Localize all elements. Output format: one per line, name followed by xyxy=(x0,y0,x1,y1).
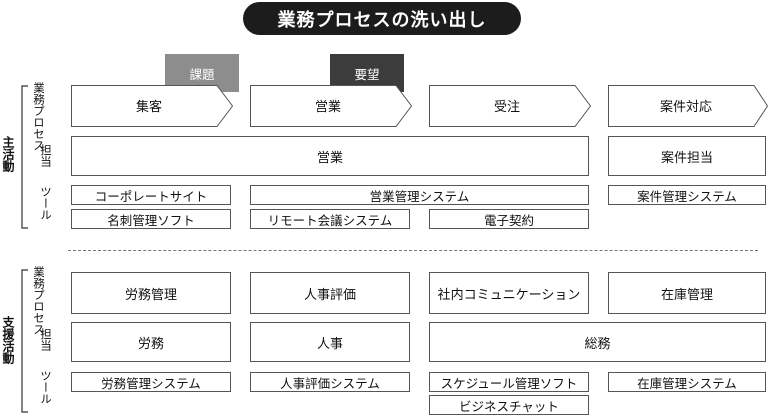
row-label-owner-main: 担当 xyxy=(39,144,53,167)
support-tool-labor-system: 労務管理システム xyxy=(71,372,231,392)
row-label-process-main: 業務プロセス xyxy=(32,82,46,151)
support-tool-evaluation-system: 人事評価システム xyxy=(250,372,410,392)
section-label-main: 主活動 xyxy=(1,136,15,172)
main-tool-business-card: 名刺管理ソフト xyxy=(71,209,231,229)
main-process-chevron-1: 集客 xyxy=(71,85,234,127)
main-tool-sales-management: 営業管理システム xyxy=(250,185,589,205)
support-owner-labor: 労務 xyxy=(71,322,231,362)
section-divider xyxy=(68,250,758,251)
main-process-chevron-3: 受注 xyxy=(429,85,592,127)
support-process-evaluation: 人事評価 xyxy=(250,272,410,314)
main-tool-e-contract: 電子契約 xyxy=(429,209,589,229)
main-owner-project: 案件担当 xyxy=(608,136,766,176)
support-process-communication: 社内コミュニケーション xyxy=(429,272,589,314)
main-process-label-1: 集客 xyxy=(136,99,162,115)
main-process-label-4: 案件対応 xyxy=(660,100,712,115)
support-owner-general-affairs: 総務 xyxy=(429,322,766,362)
row-label-process-support: 業務プロセス xyxy=(32,266,46,335)
support-tool-schedule: スケジュール管理ソフト xyxy=(429,372,589,392)
main-tool-corporate-site: コーポレートサイト xyxy=(71,185,231,205)
main-tool-project-management: 案件管理システム xyxy=(608,185,766,205)
main-process-label-2: 営業 xyxy=(315,99,341,115)
support-tool-business-chat: ビジネスチャット xyxy=(429,395,589,415)
row-label-owner-support: 担当 xyxy=(39,328,53,351)
section-label-support: 支援活動 xyxy=(1,316,15,364)
row-label-tool-main: ツール xyxy=(39,186,53,221)
main-process-label-3: 受注 xyxy=(494,100,520,115)
main-process-chevron-4: 案件対応 xyxy=(608,85,768,127)
main-tool-remote-meeting: リモート会議システム xyxy=(250,209,410,229)
row-label-tool-support: ツール xyxy=(39,370,53,405)
diagram-title: 業務プロセスの洗い出し xyxy=(243,2,521,35)
support-tool-inventory-system: 在庫管理システム xyxy=(608,372,766,392)
main-owner-sales: 営業 xyxy=(71,136,589,176)
support-process-labor: 労務管理 xyxy=(71,272,231,314)
main-process-chevron-2: 営業 xyxy=(250,85,413,127)
support-owner-hr: 人事 xyxy=(250,322,410,362)
support-process-inventory: 在庫管理 xyxy=(608,272,766,314)
